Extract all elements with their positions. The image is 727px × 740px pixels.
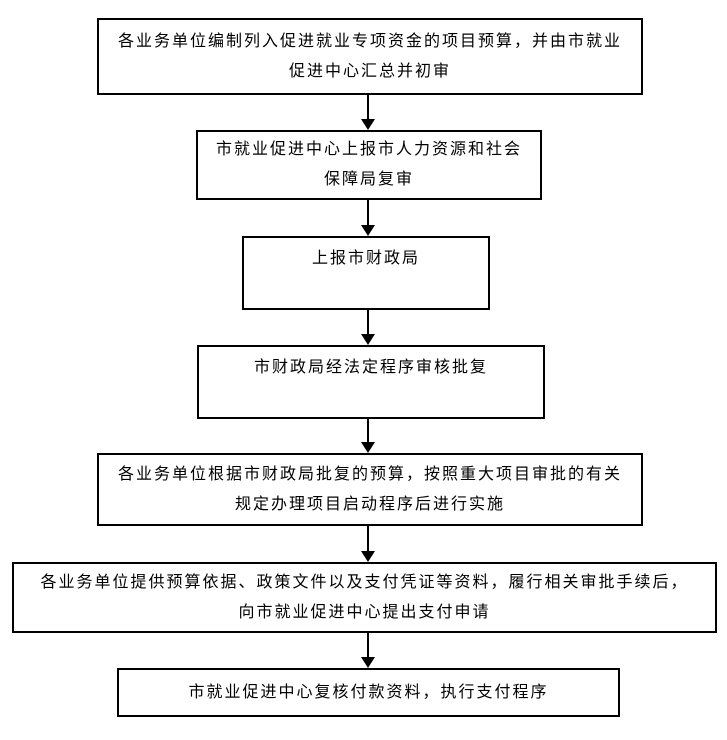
down-arrow-3 (361, 310, 375, 345)
arrowhead-icon (361, 334, 375, 345)
down-arrow-1 (361, 95, 375, 130)
down-arrow-4 (361, 419, 375, 453)
arrow-line (367, 95, 369, 121)
arrowhead-icon (361, 119, 375, 130)
down-arrow-5 (361, 526, 375, 562)
node-finance-approval: 市财政局经法定程序审核批复 (197, 345, 545, 419)
arrowhead-icon (361, 442, 375, 453)
node-hr-bureau-review: 市就业促进中心上报市人力资源和社会 保障局复审 (196, 130, 542, 200)
arrowhead-icon (361, 225, 375, 236)
down-arrow-2 (361, 200, 375, 236)
node-payment-execution: 市就业促进中心复核付款资料，执行支付程序 (117, 668, 620, 717)
arrow-line (367, 419, 369, 444)
arrow-line (367, 526, 369, 553)
arrow-line (367, 200, 369, 227)
arrow-line (367, 633, 369, 659)
node-project-implementation: 各业务单位根据市财政局批复的预算，按照重大项目审批的有关 规定办理项目启动程序后… (97, 453, 643, 526)
node-budget-compilation: 各业务单位编制列入促进就业专项资金的项目预算，并由市就业 促进中心汇总并初审 (97, 18, 643, 95)
arrowhead-icon (361, 551, 375, 562)
arrow-line (367, 310, 369, 336)
node-payment-application: 各业务单位提供预算依据、政策文件以及支付凭证等资料，履行相关审批手续后， 向市就… (12, 562, 717, 633)
node-report-finance-bureau: 上报市财政局 (242, 236, 490, 310)
down-arrow-6 (361, 633, 375, 668)
arrowhead-icon (361, 657, 375, 668)
